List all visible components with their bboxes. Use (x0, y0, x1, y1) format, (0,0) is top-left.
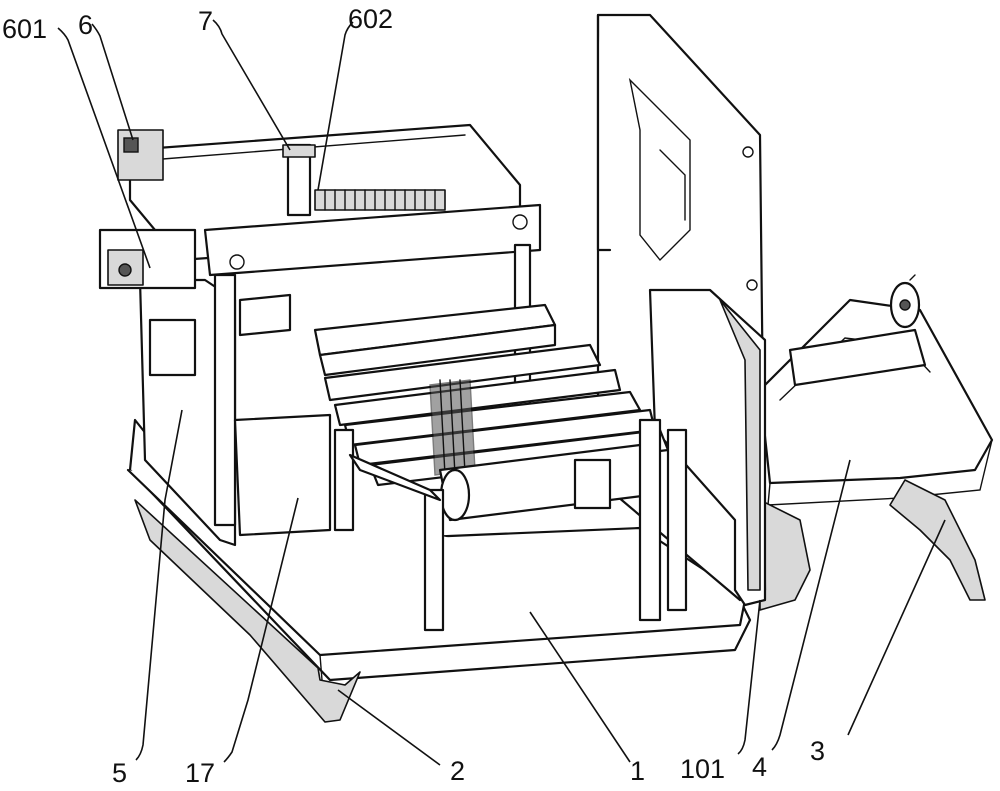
label-2: 2 (450, 756, 465, 786)
label-3: 3 (810, 736, 825, 766)
slide-plate (648, 288, 767, 607)
base-foot (134, 499, 361, 723)
label-602: 602 (348, 4, 393, 34)
lead-screw (314, 189, 446, 211)
tray-foot (759, 479, 986, 611)
label-17: 17 (185, 758, 215, 788)
part-labels: 601 6 7 602 5 17 2 1 101 4 3 (2, 4, 825, 788)
label-4: 4 (752, 752, 767, 782)
label-5: 5 (112, 758, 127, 788)
front-roller (438, 443, 652, 522)
leader-lines (57, 19, 946, 766)
side-tray (758, 298, 994, 506)
label-7: 7 (198, 6, 213, 36)
label-6: 6 (78, 10, 93, 40)
guide-plate-17 (233, 413, 355, 537)
main-housing (138, 278, 237, 547)
tray-roller (788, 274, 927, 387)
label-101: 101 (680, 754, 725, 784)
motor-6 (117, 129, 164, 181)
label-1: 1 (630, 756, 645, 786)
vertical-spindle (282, 143, 316, 217)
front-posts (348, 418, 688, 632)
label-601: 601 (2, 14, 47, 44)
